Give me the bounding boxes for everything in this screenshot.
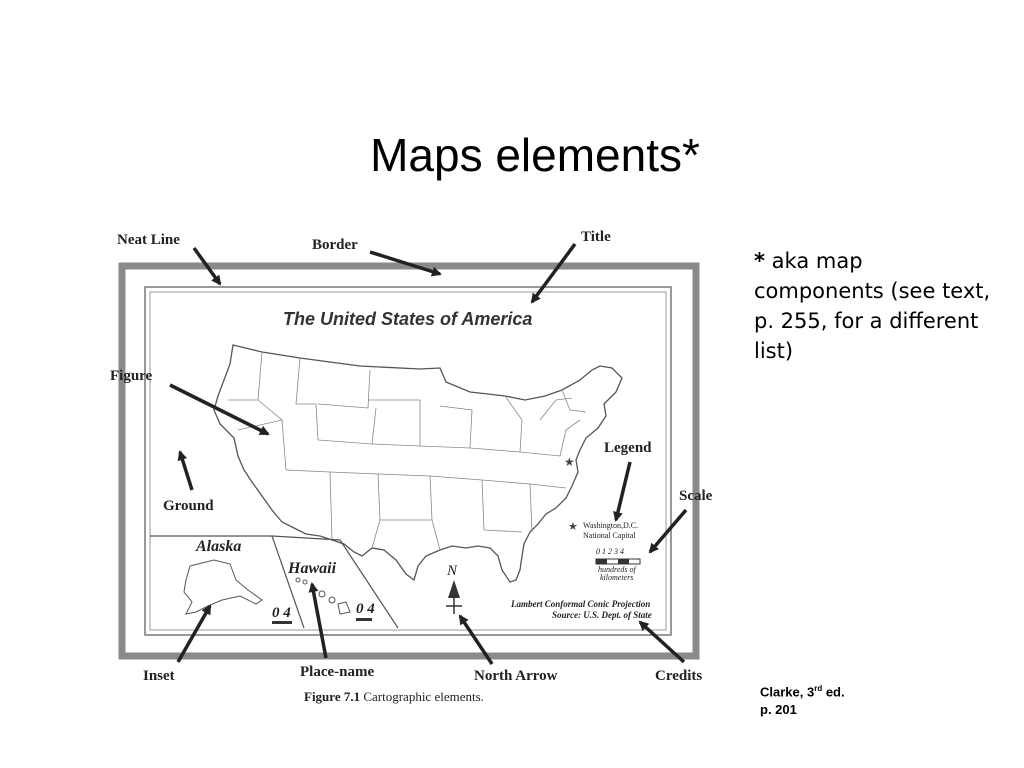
label-ground: Ground bbox=[163, 498, 214, 514]
citation-sup: rd bbox=[814, 684, 823, 693]
state-lines bbox=[228, 351, 587, 551]
arrow-neat-line bbox=[192, 246, 222, 286]
arrow-figure bbox=[169, 383, 270, 436]
note-text: aka map components (see text, p. 255, fo… bbox=[754, 249, 991, 363]
scale-units-1: hundreds of bbox=[598, 565, 637, 574]
map-neat-line-inner bbox=[149, 291, 667, 631]
arrow-ground bbox=[177, 450, 194, 491]
slide-title: Maps elements* bbox=[370, 129, 700, 181]
alaska-scale-bar bbox=[272, 621, 292, 624]
citation-edition: ed. bbox=[822, 684, 845, 700]
hawaii-scale-text: 0 4 bbox=[356, 601, 375, 617]
citation-author: Clarke, 3 bbox=[760, 684, 815, 700]
arrow-border bbox=[369, 250, 442, 277]
inset-frame-hawaii bbox=[271, 535, 399, 629]
scale-ticks: 0 1 2 3 4 bbox=[596, 547, 624, 556]
callout-arrows bbox=[169, 242, 688, 665]
source-credit: Source: U.S. Dept. of State bbox=[552, 610, 652, 620]
projection-credit: Lambert Conformal Conic Projection bbox=[510, 599, 650, 609]
alaska-shape bbox=[183, 559, 263, 615]
north-arrow-icon bbox=[448, 580, 460, 598]
map-neat-line bbox=[144, 286, 672, 636]
scale-units-2: kilometers bbox=[600, 573, 633, 582]
label-place-name: Place-name bbox=[300, 664, 374, 680]
label-border: Border bbox=[312, 237, 358, 253]
legend-star-icon: ★ bbox=[568, 520, 578, 533]
caption-text: Cartographic elements. bbox=[360, 689, 484, 704]
arrow-title bbox=[530, 242, 577, 304]
arrow-inset bbox=[176, 604, 212, 663]
label-inset: Inset bbox=[143, 668, 175, 684]
label-legend: Legend bbox=[604, 440, 652, 456]
citation: Clarke, 3rd ed. p. 201 bbox=[760, 680, 845, 719]
hawaii-islands bbox=[295, 577, 351, 615]
label-credits: Credits bbox=[655, 668, 702, 684]
citation-line-1: Clarke, 3rd ed. bbox=[760, 680, 845, 701]
inset-alaska-label: Alaska bbox=[195, 538, 241, 555]
dc-star-map: ★ bbox=[564, 455, 575, 469]
figure-caption: Figure 7.1 Cartographic elements. bbox=[304, 689, 484, 704]
alaska-scale-text: 0 4 bbox=[272, 605, 291, 621]
label-scale: Scale bbox=[679, 488, 713, 504]
hawaii-scale-bar bbox=[356, 618, 372, 621]
arrow-place-name bbox=[308, 582, 328, 659]
scale-bar bbox=[595, 558, 641, 565]
legend-text-2: National Capital bbox=[583, 531, 636, 540]
note-asterisk: * bbox=[754, 249, 765, 273]
arrow-legend bbox=[613, 461, 632, 522]
label-figure: Figure bbox=[110, 368, 153, 384]
arrow-credits bbox=[638, 620, 686, 664]
north-letter: N bbox=[446, 563, 458, 579]
inset-hawaii-label: Hawaii bbox=[287, 560, 337, 577]
caption-bold: Figure 7.1 bbox=[304, 689, 360, 704]
label-title: Title bbox=[581, 229, 611, 245]
usa-outline bbox=[213, 344, 623, 583]
legend-text-1: Washington,D.C. bbox=[583, 521, 638, 530]
label-neat-line: Neat Line bbox=[117, 232, 180, 248]
slide-note: * aka map components (see text, p. 255, … bbox=[754, 246, 994, 366]
map-title: The United States of America bbox=[283, 309, 532, 329]
citation-line-2: p. 201 bbox=[760, 702, 797, 718]
arrow-scale bbox=[648, 508, 688, 554]
label-north-arrow: North Arrow bbox=[474, 668, 558, 684]
arrow-north-arrow bbox=[458, 614, 494, 665]
